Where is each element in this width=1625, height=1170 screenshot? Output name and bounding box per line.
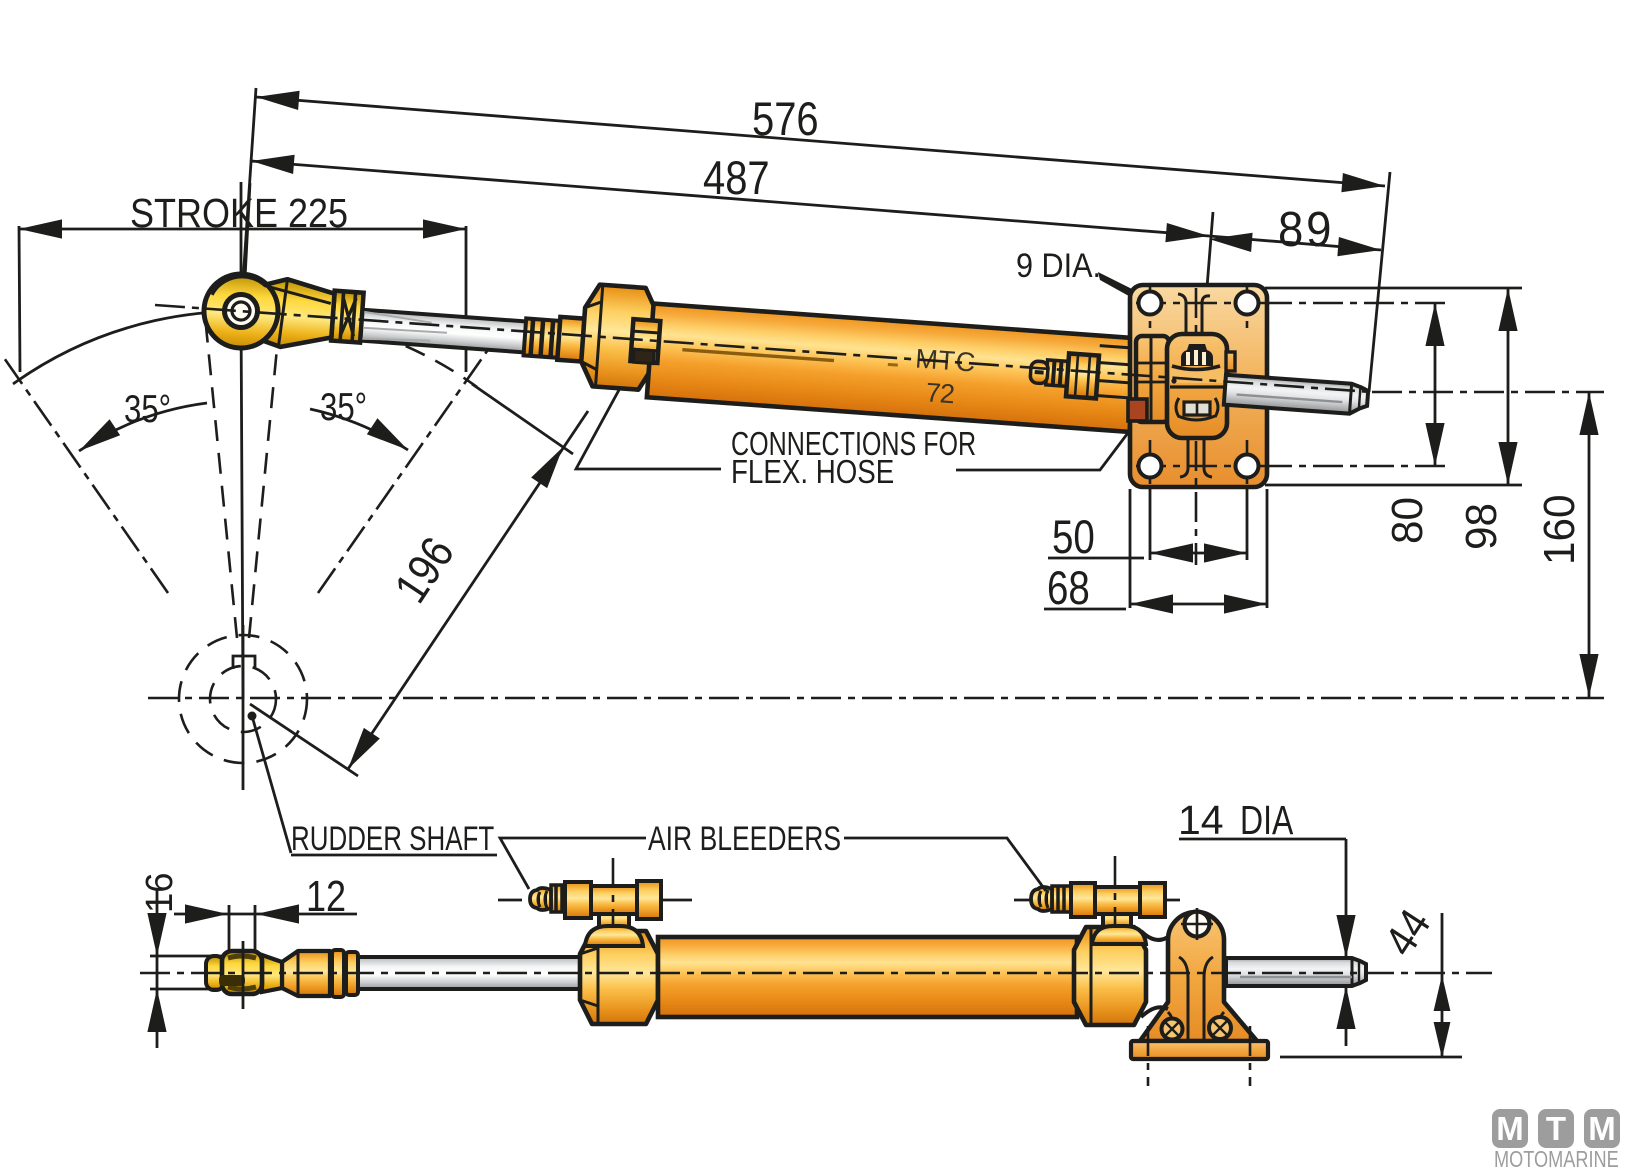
svg-text:35°: 35° <box>124 388 171 431</box>
svg-text:9 DIA.: 9 DIA. <box>1016 247 1101 285</box>
svg-text:STROKE 225: STROKE 225 <box>130 191 348 237</box>
svg-text:487: 487 <box>703 153 770 205</box>
svg-text:89: 89 <box>1278 203 1334 258</box>
svg-text:M: M <box>1496 1110 1524 1147</box>
svg-text:DIA: DIA <box>1240 797 1294 843</box>
svg-text:98: 98 <box>1457 503 1506 550</box>
svg-text:FLEX. HOSE: FLEX. HOSE <box>731 454 894 491</box>
svg-text:MOTOMARINE: MOTOMARINE <box>1494 1147 1619 1170</box>
svg-text:576: 576 <box>752 94 819 146</box>
svg-text:T: T <box>1546 1110 1566 1147</box>
svg-text:160: 160 <box>1535 495 1584 565</box>
svg-text:M: M <box>1588 1110 1616 1147</box>
svg-text:35°: 35° <box>320 386 367 429</box>
svg-text:CONNECTIONS FOR: CONNECTIONS FOR <box>731 426 976 463</box>
svg-text:80: 80 <box>1383 497 1432 544</box>
svg-text:68: 68 <box>1047 562 1090 614</box>
svg-text:50: 50 <box>1052 511 1095 563</box>
svg-text:16: 16 <box>137 872 180 913</box>
svg-text:12: 12 <box>306 872 346 921</box>
svg-text:72: 72 <box>925 377 956 409</box>
svg-text:14: 14 <box>1178 797 1224 843</box>
svg-text:RUDDER SHAFT: RUDDER SHAFT <box>291 821 494 858</box>
svg-text:AIR BLEEDERS: AIR BLEEDERS <box>648 820 841 858</box>
